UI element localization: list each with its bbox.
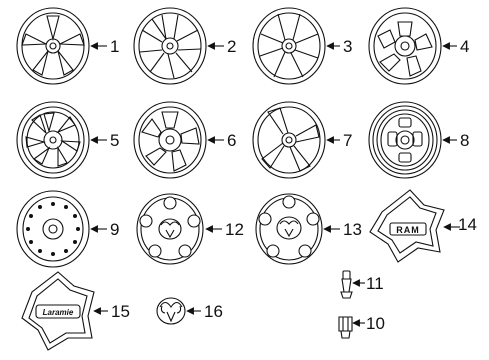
- cap-15-logo: Laramie: [43, 308, 74, 317]
- center-cap-15[interactable]: Laramie: [21, 271, 95, 351]
- lug-nut-10[interactable]: [338, 316, 353, 339]
- wheel-5[interactable]: [16, 101, 90, 179]
- center-cap-12[interactable]: [136, 193, 204, 265]
- center-cap-13[interactable]: [255, 193, 323, 265]
- callout-9: 9: [110, 220, 119, 239]
- wheel-3[interactable]: [252, 7, 326, 85]
- callout-13: 13: [343, 220, 362, 239]
- wheel-1[interactable]: [16, 7, 90, 85]
- callout-7: 7: [343, 131, 352, 150]
- callout-2: 2: [227, 37, 236, 56]
- callout-11: 11: [366, 274, 384, 293]
- callout-3: 3: [343, 37, 352, 56]
- cap-14-logo: RAM: [396, 225, 420, 235]
- center-cap-14[interactable]: RAM: [369, 189, 445, 263]
- callout-14: 14: [458, 215, 477, 234]
- callout-4: 4: [460, 37, 469, 56]
- callout-6: 6: [227, 131, 236, 150]
- callout-12: 12: [225, 220, 244, 239]
- valve-stem-11[interactable]: [340, 270, 353, 299]
- wheel-6[interactable]: [133, 101, 207, 179]
- callout-15: 15: [111, 302, 130, 321]
- wheel-8[interactable]: [368, 101, 442, 179]
- wheel-4[interactable]: [368, 7, 442, 85]
- callout-1: 1: [110, 37, 119, 56]
- callout-16: 16: [204, 302, 223, 321]
- wheel-9[interactable]: [16, 190, 90, 268]
- callout-10: 10: [366, 314, 385, 333]
- wheel-2[interactable]: [133, 7, 207, 85]
- callout-5: 5: [110, 131, 119, 150]
- emblem-16-ram-icon[interactable]: [156, 297, 186, 325]
- callout-8: 8: [460, 131, 469, 150]
- wheel-7[interactable]: [252, 101, 326, 179]
